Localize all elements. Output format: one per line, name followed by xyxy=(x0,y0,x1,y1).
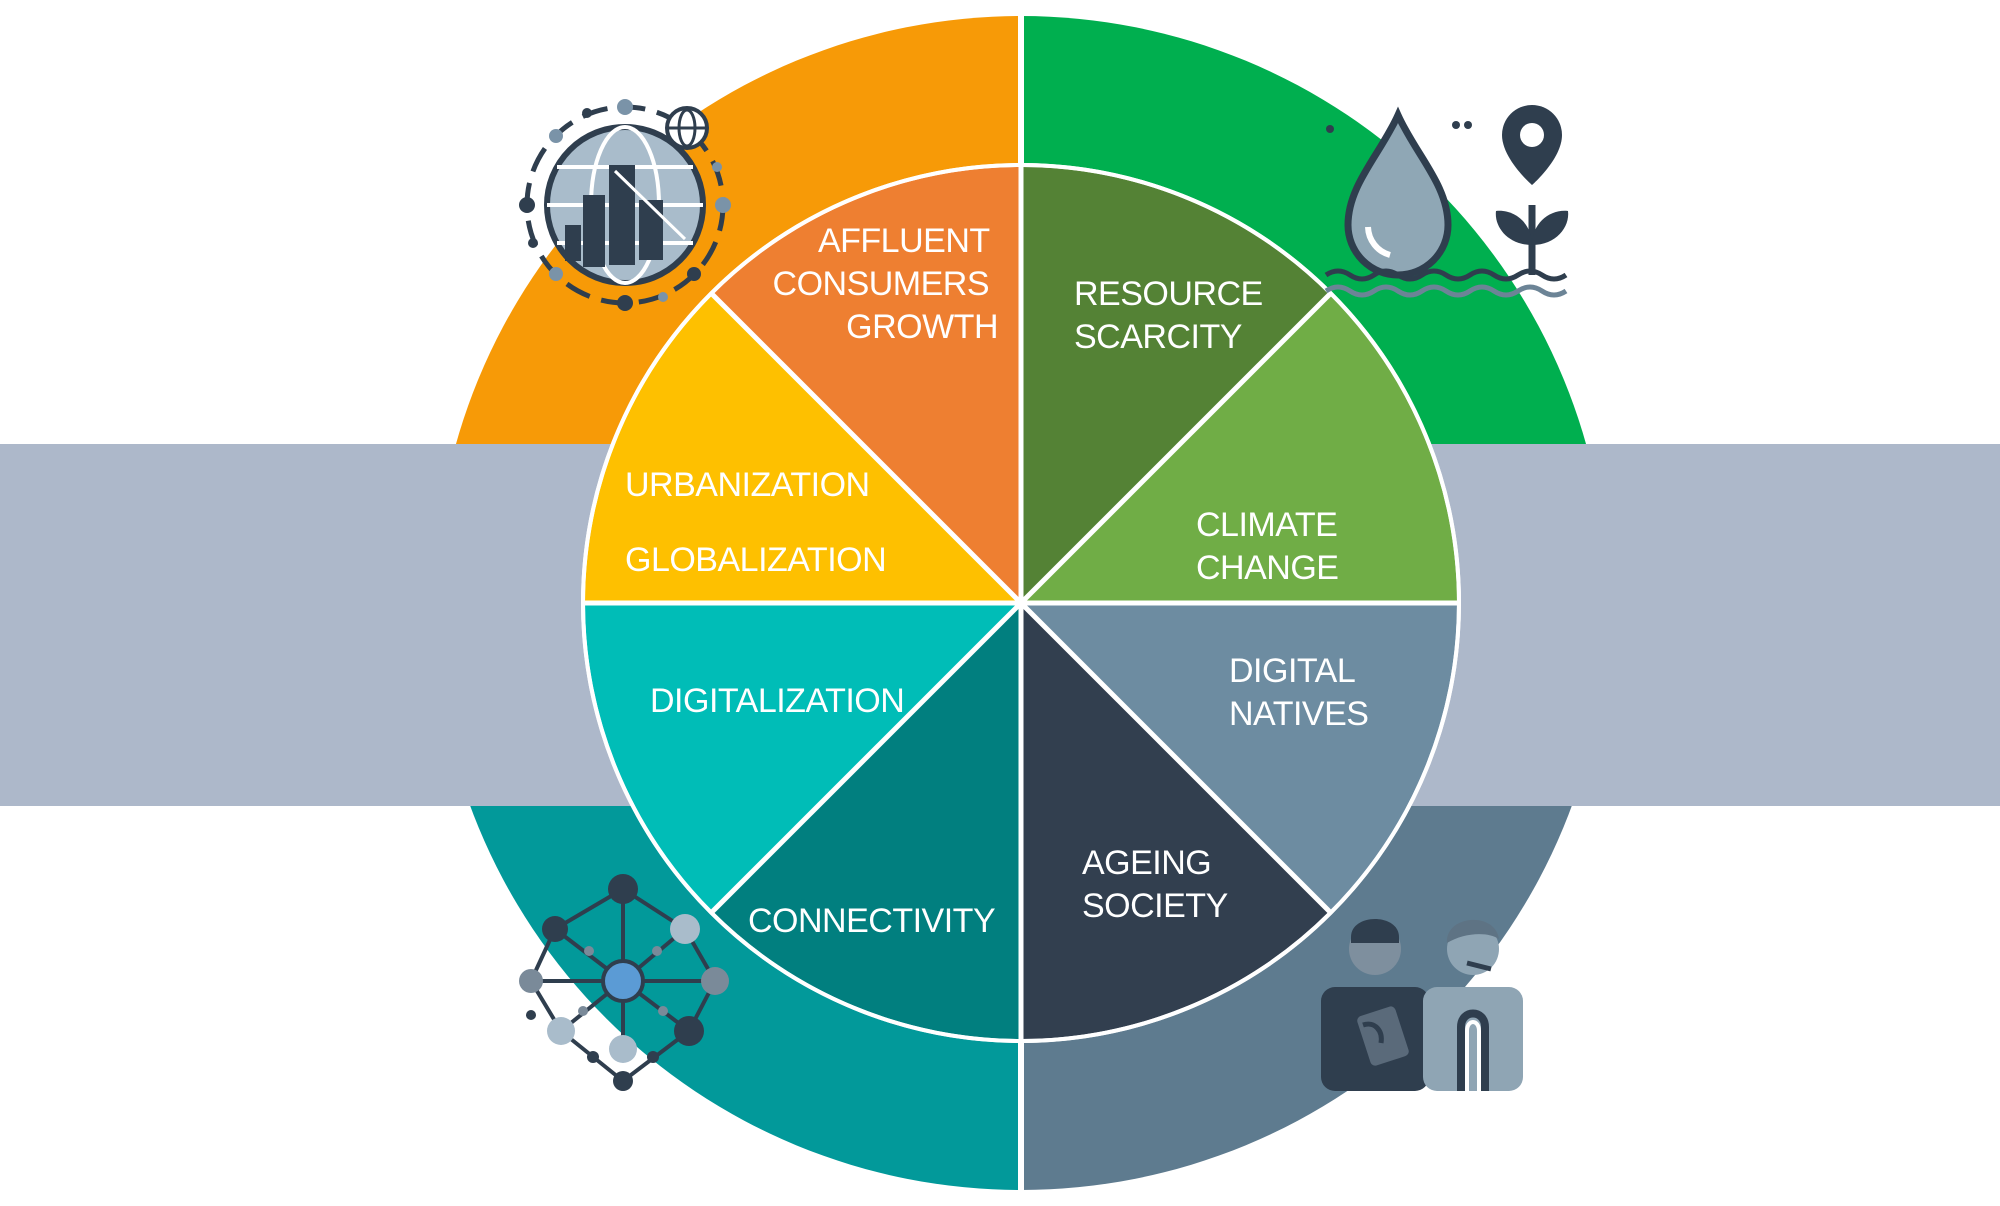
label-digital-natives-line-1: DIGITAL xyxy=(1229,652,1355,690)
label-climate-line-1: CLIMATE xyxy=(1196,506,1337,544)
label-affluent: AFFLUENT CONSUMERS GROWTH xyxy=(773,222,998,346)
label-ageing: AGEING SOCIETY xyxy=(1082,844,1228,925)
label-urbanization: URBANIZATION GLOBALIZATION xyxy=(625,466,886,579)
label-affluent-line-2: CONSUMERS xyxy=(773,265,990,303)
inner-wheel-rim xyxy=(581,163,1461,1043)
segment-climate xyxy=(1021,294,1457,603)
label-resource: RESOURCE SCARCITY xyxy=(1074,275,1272,356)
label-digitalization: DIGITALIZATION xyxy=(650,682,904,720)
elderly-people-icon xyxy=(1321,919,1523,1091)
label-climate: CLIMATE CHANGE xyxy=(1196,506,1346,587)
segment-ageing xyxy=(1021,603,1330,1039)
label-digital-natives: DIGITAL NATIVES xyxy=(1229,652,1368,733)
label-ageing-line-1: AGEING xyxy=(1082,844,1211,882)
label-connectivity-line-1: CONNECTIVITY xyxy=(748,902,995,940)
label-digitalization-line-1: DIGITALIZATION xyxy=(650,682,904,720)
network-nodes-icon xyxy=(519,874,729,1091)
label-urbanization-line-1: URBANIZATION xyxy=(625,466,870,504)
water-drop-plant-location-icon xyxy=(1324,105,1569,298)
label-resource-line-2: SCARCITY xyxy=(1074,318,1242,356)
segment-connectivity xyxy=(712,603,1021,1039)
label-connectivity: CONNECTIVITY xyxy=(748,902,995,940)
segment-affluent xyxy=(712,167,1021,603)
label-affluent-line-1: AFFLUENT xyxy=(818,222,989,260)
label-ageing-line-2: SOCIETY xyxy=(1082,887,1228,925)
segment-urbanization xyxy=(585,294,1021,603)
label-affluent-line-3: GROWTH xyxy=(846,308,998,346)
globe-city-network-icon xyxy=(519,99,731,311)
label-digital-natives-line-2: NATIVES xyxy=(1229,695,1368,733)
label-resource-line-1: RESOURCE xyxy=(1074,275,1263,313)
segment-resource xyxy=(1021,167,1330,603)
segment-dividers xyxy=(582,164,1460,1042)
label-urbanization-line-2: GLOBALIZATION xyxy=(625,541,886,579)
segment-digital-natives xyxy=(1021,603,1457,912)
segment-digitalization xyxy=(585,603,1021,912)
label-climate-line-2: CHANGE xyxy=(1196,549,1338,587)
